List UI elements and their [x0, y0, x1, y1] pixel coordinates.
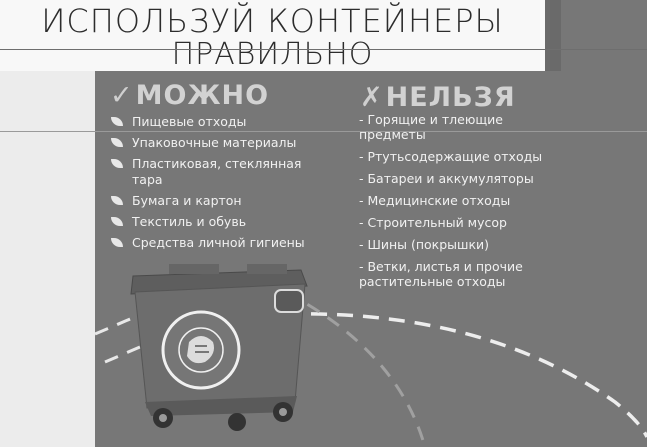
forbidden-title: ✗НЕЛЬЗЯ	[360, 82, 516, 113]
cross-icon: ✗	[360, 82, 384, 113]
allowed-title-text: МОЖНО	[135, 80, 270, 111]
check-icon: ✓	[110, 80, 134, 111]
header-sheet: ИСПОЛЬЗУЙ КОНТЕЙНЕРЫ ПРАВИЛЬНО	[0, 0, 545, 72]
list-item: Текстиль и обувь	[108, 214, 323, 230]
allowed-title: ✓МОЖНО	[110, 80, 269, 111]
list-item: - Ртутьсодержащие отходы	[359, 149, 543, 164]
list-item: - Шины (покрышки)	[359, 237, 490, 252]
page-title-line1: ИСПОЛЬЗУЙ КОНТЕЙНЕРЫ	[41, 2, 504, 40]
divider-top	[0, 49, 647, 50]
leaf-icon	[111, 217, 123, 226]
trash-bin-icon	[130, 264, 308, 431]
list-item: Упаковочные материалы	[108, 135, 323, 151]
list-item: - Ветки, листья и прочие растительные от…	[359, 259, 523, 289]
list-item: - Горящие и тлеющие предметы	[359, 112, 503, 142]
list-item: Средства личной гигиены	[108, 235, 323, 251]
forbidden-title-text: НЕЛЬЗЯ	[385, 82, 516, 113]
allowed-list: Пищевые отходы Упаковочные материалы Пла…	[108, 114, 323, 256]
list-item: Пластиковая, стеклянная тара	[108, 156, 323, 188]
list-item-text: Текстиль и обувь	[132, 214, 247, 229]
leaf-icon	[111, 138, 123, 147]
forbidden-list: - Горящие и тлеющие предметы - Ртутьсоде…	[359, 112, 569, 296]
leaf-icon	[111, 238, 123, 247]
company-logo	[161, 310, 241, 390]
list-item-text: Средства личной гигиены	[132, 235, 305, 250]
leaf-icon	[111, 117, 123, 126]
list-item: - Медицинские отходы	[359, 193, 511, 208]
list-item: Пищевые отходы	[108, 114, 323, 130]
list-item-text: Пластиковая, стеклянная тара	[132, 156, 302, 187]
page-title-line2: ПРАВИЛЬНО	[171, 37, 374, 72]
list-item-text: Бумага и картон	[132, 193, 242, 208]
divider-middle	[0, 131, 647, 132]
list-item: - Батареи и аккумуляторы	[359, 171, 534, 186]
list-item: - Строительный мусор	[359, 215, 507, 230]
leaf-icon	[111, 196, 123, 205]
leaf-icon	[111, 159, 123, 168]
list-item: Бумага и картон	[108, 193, 323, 209]
list-item-text: Пищевые отходы	[132, 114, 247, 129]
list-item-text: Упаковочные материалы	[132, 135, 297, 150]
